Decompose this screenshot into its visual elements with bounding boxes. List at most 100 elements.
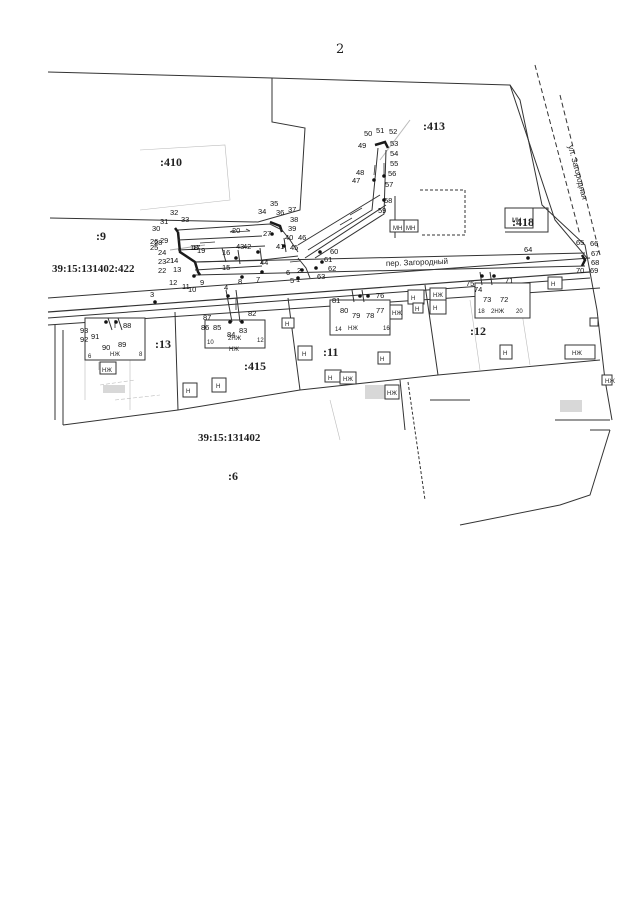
building-tag: НЖ bbox=[102, 368, 112, 374]
building-tags: МН МН МН НЖ НЖ 2НЖ НЖ НЖ 2НЖ Н Н Н Н Н Н… bbox=[102, 218, 615, 397]
point-number: 37 bbox=[288, 205, 296, 214]
point-number: 5 bbox=[290, 276, 294, 285]
parcel-label: :6 bbox=[228, 469, 238, 483]
building-tag: МН bbox=[512, 218, 521, 224]
point-number: 74 bbox=[474, 285, 482, 294]
point-number: 73 bbox=[483, 295, 491, 304]
house-number: 10 bbox=[207, 340, 214, 346]
point-number: 12 bbox=[169, 278, 177, 287]
point-number: 45 bbox=[290, 243, 298, 252]
building-tag: НЖ bbox=[110, 352, 120, 358]
point-number: 61 bbox=[324, 255, 332, 264]
point-number: 60 bbox=[330, 247, 338, 256]
point-number: 49 bbox=[358, 141, 366, 150]
parcel-label: :12 bbox=[470, 324, 486, 338]
point-number: 1 bbox=[296, 275, 300, 284]
point-number: 29 bbox=[160, 236, 168, 245]
point-number: 21 bbox=[166, 256, 174, 265]
point-number: 27 bbox=[263, 229, 271, 238]
point-number: 41 bbox=[276, 242, 284, 251]
building-tag: НЖ bbox=[605, 379, 615, 385]
point-number: 33 bbox=[181, 215, 189, 224]
street-labels: пер. Загородный ул. Загородная bbox=[386, 144, 589, 268]
point-number: 68 bbox=[591, 258, 599, 267]
parcel-label: :9 bbox=[96, 229, 106, 243]
point-number: 77 bbox=[376, 306, 384, 315]
point-number: 38 bbox=[290, 215, 298, 224]
point-number: 30 bbox=[152, 224, 160, 233]
point-number: 47 bbox=[352, 176, 360, 185]
building-tag: Н bbox=[551, 282, 555, 288]
building-tag: Н bbox=[503, 351, 507, 357]
point-number: 3 bbox=[150, 290, 154, 299]
building-tag: МН bbox=[406, 226, 415, 232]
point-number: 92 bbox=[80, 335, 88, 344]
point-number: 46 bbox=[298, 233, 306, 242]
point-number: 70 bbox=[576, 266, 584, 275]
point-number: 28 bbox=[154, 238, 162, 247]
building-tag: НЖ bbox=[433, 293, 443, 299]
point-number: 17 bbox=[192, 243, 200, 252]
point-number: 67 bbox=[591, 249, 599, 258]
point-number: 36 bbox=[276, 208, 284, 217]
parcel-boundaries bbox=[47, 64, 613, 526]
point-number: 18 bbox=[190, 243, 198, 252]
point-number: 88 bbox=[123, 321, 131, 330]
object-lines bbox=[107, 147, 493, 331]
parcel-label: :418 bbox=[512, 215, 534, 229]
point-number: 75 bbox=[466, 279, 474, 288]
point-number: 34 bbox=[258, 207, 266, 216]
point-number: 16 bbox=[222, 248, 230, 257]
parcel-label: :413 bbox=[423, 119, 445, 133]
point-number: 50 bbox=[364, 129, 372, 138]
building-tag: Н bbox=[302, 352, 306, 358]
point-number: 93 bbox=[80, 326, 88, 335]
point-number: 14 bbox=[170, 256, 178, 265]
point-number: 82 bbox=[248, 309, 256, 318]
point-number: 54 bbox=[390, 149, 398, 158]
point-number: 8 bbox=[238, 277, 242, 286]
point-number: 86 bbox=[201, 323, 209, 332]
point-number: 32 bbox=[170, 208, 178, 217]
building-tag: 2НЖ bbox=[228, 336, 242, 342]
point-number: 6 bbox=[286, 268, 290, 277]
point-number: 31 bbox=[160, 217, 168, 226]
building-tag: МН bbox=[393, 226, 402, 232]
cadastral-label: 39:15:131402:422 bbox=[52, 263, 135, 275]
point-number: 64 bbox=[524, 245, 532, 254]
point-number: 81 bbox=[332, 296, 340, 305]
point-number: 23 bbox=[158, 257, 166, 266]
building-tag: НЖ bbox=[348, 326, 358, 332]
point-number: 13 bbox=[173, 265, 181, 274]
point-number: 43 bbox=[236, 242, 244, 251]
point-number: 59 bbox=[378, 206, 386, 215]
house-number: 20 bbox=[516, 309, 523, 315]
point-number: 83 bbox=[239, 326, 247, 335]
point-number: 62 bbox=[328, 264, 336, 273]
point-number: 84 bbox=[227, 330, 235, 339]
house-number: 12 bbox=[257, 338, 264, 344]
point-number: 10 bbox=[188, 285, 196, 294]
parcel-labels: :410 :413 :418 :9 :13 :415 :11 :12 :6 bbox=[96, 119, 534, 483]
cadastral-labels: 39:15:131402:422 39:15:131402 bbox=[52, 263, 261, 444]
house-number: 14 bbox=[335, 327, 342, 333]
point-number: 79 bbox=[352, 311, 360, 320]
point-number: 76 bbox=[376, 291, 384, 300]
house-number: 6 bbox=[88, 354, 92, 360]
point-number: 4 bbox=[224, 283, 228, 292]
buildings bbox=[84, 207, 613, 400]
point-number: 51 bbox=[376, 126, 384, 135]
point-number: 65 bbox=[576, 238, 584, 247]
building-tag: Н bbox=[433, 306, 437, 312]
building-tag: НЖ bbox=[387, 391, 397, 397]
parcel-label: :13 bbox=[155, 337, 171, 351]
point-number: 55 bbox=[390, 159, 398, 168]
house-number: 18 bbox=[478, 309, 485, 315]
point-number: 91 bbox=[91, 332, 99, 341]
point-number: 85 bbox=[213, 323, 221, 332]
point-number: 22 bbox=[158, 266, 166, 275]
building-tag: Н bbox=[216, 384, 220, 390]
point-number: 57 bbox=[385, 180, 393, 189]
